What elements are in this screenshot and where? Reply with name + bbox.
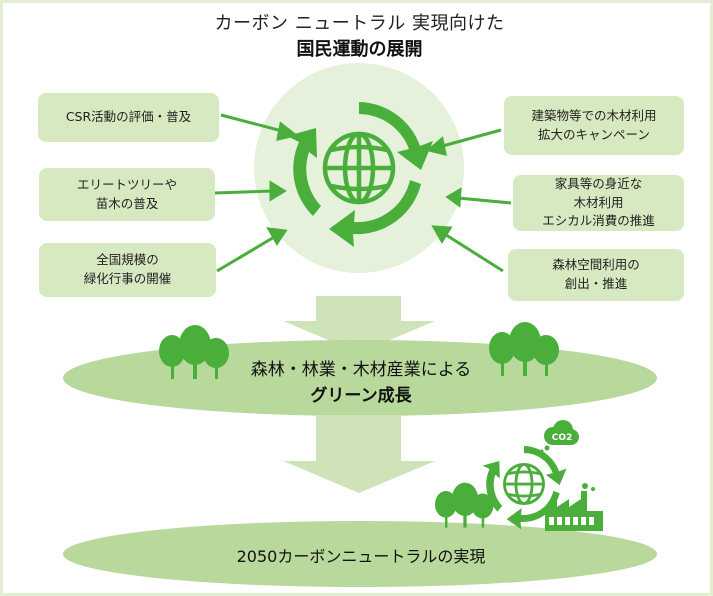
down-arrow-1 xyxy=(283,296,435,353)
goal-text: 2050カーボンニュートラルの実現 xyxy=(236,547,486,566)
tree-icon xyxy=(435,482,494,528)
right-box-ethical-consumption: 家具等の身近な 木材利用 エシカル消費の推進 xyxy=(513,175,684,231)
down-arrow-2 xyxy=(283,415,435,493)
title-line1: カーボン ニュートラル 実現向けた xyxy=(214,13,505,34)
left-box-elite-tree: エリートツリーや 苗木の普及 xyxy=(39,168,215,221)
co2-cloud-icon: CO2 xyxy=(540,420,579,452)
co2-label: CO2 xyxy=(552,433,573,443)
growth-line1: 森林・林業・木材産業による xyxy=(250,360,472,380)
right-box-building-campaign: 建築物等での木材利用 拡大のキャンペーン xyxy=(504,96,684,155)
tree-icon xyxy=(159,325,229,379)
recycle-globe-icon xyxy=(482,446,567,530)
goal-ellipse xyxy=(63,521,657,587)
right-box-forest-space: 森林空間利用の 創出・推進 xyxy=(508,249,684,301)
growth-line2: グリーン成長 xyxy=(310,386,412,406)
title-line2: 国民運動の展開 xyxy=(296,39,423,60)
right-arrows xyxy=(425,128,512,273)
tree-icon xyxy=(489,322,559,376)
factory-icon xyxy=(545,483,603,531)
left-box-greening-event: 全国規模の 緑化行事の開催 xyxy=(39,243,216,297)
left-box-csr: CSR活動の評価・普及 xyxy=(38,93,219,142)
recycle-globe-icon xyxy=(287,102,433,247)
left-arrows xyxy=(214,113,299,273)
